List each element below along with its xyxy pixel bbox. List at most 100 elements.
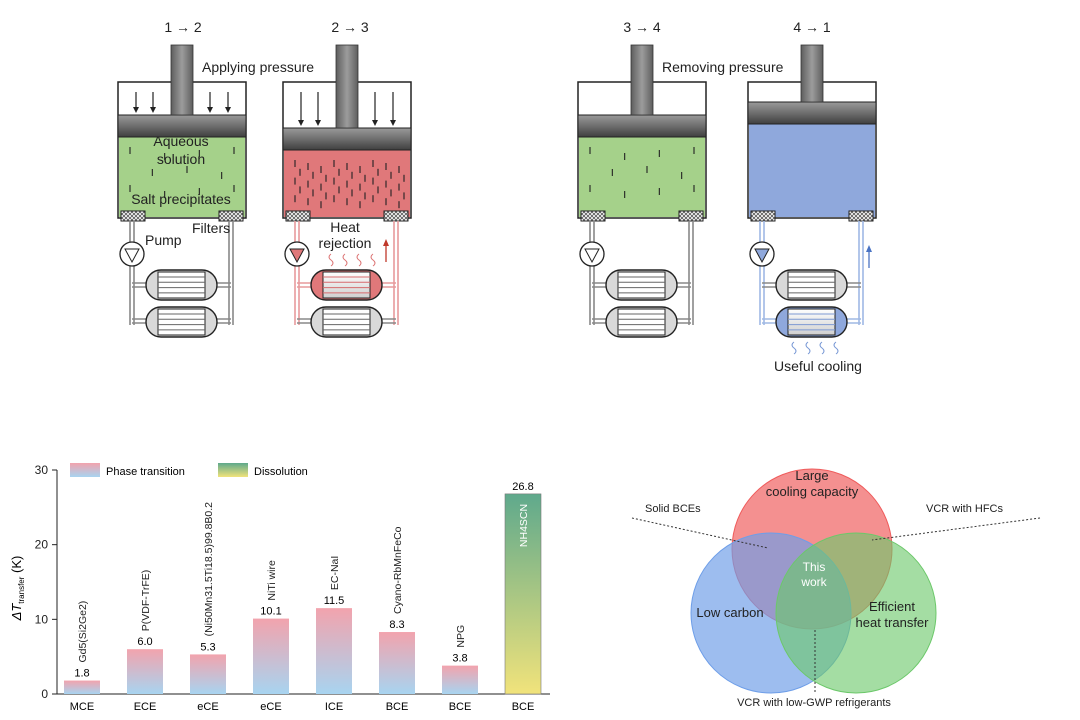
bar-value-label-6: 8.3 (389, 619, 404, 631)
piston-head (747, 101, 877, 125)
venn-center-line2: work (800, 575, 827, 589)
y-axis-label: ΔTtransfer (K) (9, 556, 26, 622)
bar-value-label-4: 10.1 (260, 606, 281, 618)
bar-value-label-8: 26.8 (512, 481, 533, 493)
cylinder-stage-3 (577, 44, 707, 338)
cylinder-fluid (749, 124, 875, 217)
heat-exchanger-core (617, 271, 666, 299)
piston-rod (800, 44, 824, 103)
bar-3 (190, 654, 226, 694)
stage-label-4-1: 4 → 1 (793, 19, 831, 35)
venn-circle-heat-transfer (775, 532, 937, 694)
aqueous-solution-label-line2: solution (157, 151, 205, 167)
x-tick-label-1: MCE (70, 701, 94, 713)
heat-exchanger-core (322, 308, 371, 336)
piston-rod (335, 44, 359, 129)
bar-value-label-5: 11.5 (324, 595, 345, 607)
stage-label-2-3: 2 → 3 (331, 19, 369, 35)
piston-head (282, 127, 412, 151)
pressure-arrow-head (298, 120, 304, 126)
material-label-6: Cyano-RbMnFeCo (392, 526, 404, 614)
venn-efficient-line1: Efficient (869, 599, 915, 614)
cylinder-stage-1 (117, 44, 247, 338)
cylinder-stage-2 (282, 44, 412, 338)
heat-exchanger-core (157, 271, 206, 299)
legend-label-phase: Phase transition (106, 466, 185, 478)
venn-solid-bces: Solid BCEs (645, 503, 701, 515)
venn-large-line1: Large (795, 468, 828, 483)
aqueous-solution-label-line1: Aqueous (153, 133, 208, 149)
heat-wave-icon (356, 253, 362, 267)
heat-rejection-label-line1: Heat (330, 219, 360, 235)
flow-arrow-head (866, 245, 872, 252)
removing-pressure-label: Removing pressure (662, 59, 784, 75)
pump-label: Pump (145, 232, 182, 248)
solid-bces-pointer (631, 517, 769, 549)
cool-wave-icon (819, 341, 825, 355)
cycle-diagram (117, 44, 877, 355)
bar-2 (127, 649, 163, 694)
pressure-arrow-head (133, 107, 139, 113)
piston-rod (630, 44, 654, 116)
bar-6 (379, 632, 415, 694)
x-tick-label-5: ICE (325, 701, 343, 713)
x-tick-label-4: eCE (260, 701, 281, 713)
material-label-1: Gd5(Si2Ge2) (77, 601, 89, 663)
bar-7 (442, 665, 478, 694)
stage-label-1-2: 1 → 2 (164, 19, 202, 35)
flow-arrow-head (383, 239, 389, 246)
legend-swatch-dissolution (218, 463, 248, 477)
x-tick-label-8: BCE (512, 701, 535, 713)
venn-low-carbon: Low carbon (696, 605, 763, 620)
heat-exchanger-core (617, 308, 666, 336)
pump-triangle-icon (289, 248, 305, 264)
venn-large-line2: cooling capacity (766, 484, 859, 499)
x-tick-label-7: BCE (449, 701, 472, 713)
cylinder-fluid (119, 137, 245, 217)
heat-rejection-label-line2: rejection (319, 235, 372, 251)
venn-efficient-line2: heat transfer (856, 615, 930, 630)
bar-value-label-1: 1.8 (74, 668, 89, 680)
material-label-3: (Ni50Mn31.5Ti18.5)99.8B0.2 (203, 502, 215, 637)
venn-vcr-hfcs: VCR with HFCs (926, 503, 1004, 515)
cool-wave-icon (805, 341, 811, 355)
x-tick-label-6: BCE (386, 701, 409, 713)
pressure-arrow-head (390, 120, 396, 126)
material-label-5: EC-NaI (329, 556, 341, 590)
y-tick-label: 10 (35, 612, 49, 626)
y-tick-label: 20 (35, 538, 49, 552)
pump-triangle-icon (754, 248, 770, 264)
venn-center-line1: This (803, 560, 826, 574)
x-tick-label-3: eCE (197, 701, 218, 713)
cool-wave-icon (791, 341, 797, 355)
filter-right (218, 210, 244, 222)
useful-cooling-label: Useful cooling (774, 358, 862, 374)
pressure-arrow-head (315, 120, 321, 126)
y-tick-label: 30 (35, 463, 49, 477)
vcr-hfcs-pointer (871, 517, 1041, 541)
pressure-arrow-head (372, 120, 378, 126)
bar-1 (64, 680, 100, 694)
filter-right (848, 210, 874, 222)
filters-label: Filters (192, 220, 230, 236)
bar-8 (504, 493, 542, 695)
pressure-arrow-head (150, 107, 156, 113)
y-tick-label: 0 (41, 687, 48, 701)
bar-value-label-7: 3.8 (452, 653, 467, 665)
venn-vcr-low-gwp: VCR with low-GWP refrigerants (737, 697, 891, 709)
bar-5 (316, 608, 352, 694)
venn-diagram: Large cooling capacity Low carbon Effici… (631, 468, 1041, 709)
material-label-2: P(VDF-TrFE) (140, 570, 152, 631)
pressure-arrow-head (207, 107, 213, 113)
pump-triangle-icon (584, 248, 600, 264)
cylinder-stage-4 (747, 44, 877, 355)
filter-left (750, 210, 776, 222)
material-label-7: NPG (455, 625, 467, 648)
heat-wave-icon (370, 253, 376, 267)
filter-left (580, 210, 606, 222)
salt-precipitates-label: Salt precipitates (131, 191, 231, 207)
legend-swatch-phase (70, 463, 100, 477)
piston-rod (170, 44, 194, 116)
